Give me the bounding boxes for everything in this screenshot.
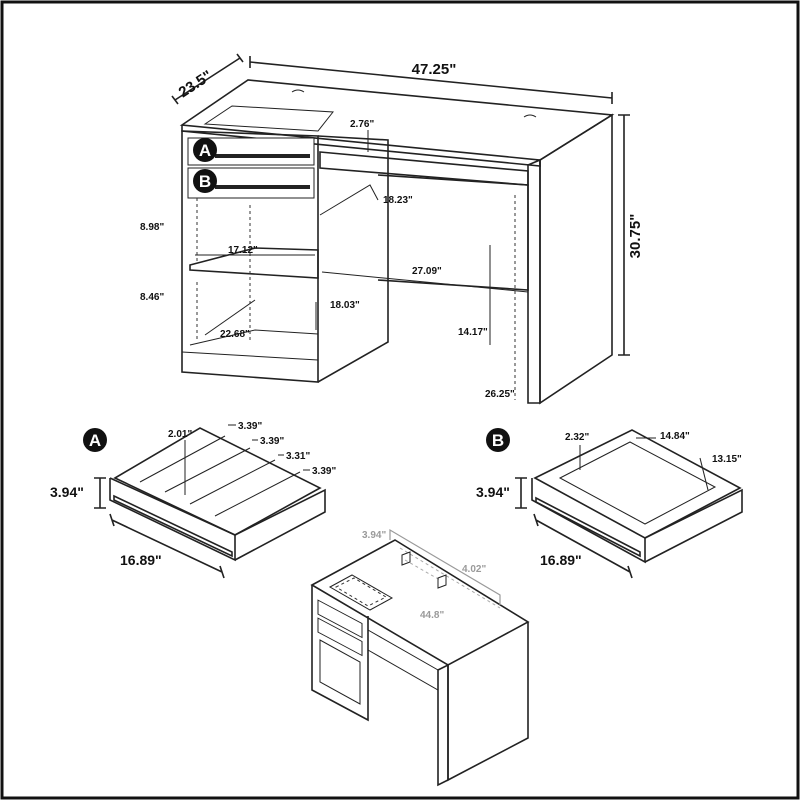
cabinet-side [317,135,389,383]
drawer-a-compartment-1-label: 3.39" [238,421,262,432]
drawer-b-inner-width-label: 14.84" [660,431,690,442]
panel-gap-label: 2.76" [350,119,374,130]
width-label: 47.25" [412,61,457,78]
drawer-b-inner-depth-dimline [699,457,709,491]
drawer-b-inner-depth-label: 13.15" [712,454,742,465]
persp-brackets [401,551,447,589]
knee-mid-label: 14.17" [458,327,488,338]
upper-shelf-label: 8.98" [140,222,164,233]
persp-drawer-a [317,599,363,639]
height-label: 30.75" [627,214,644,259]
knee-width-label: 27.09" [412,266,442,277]
drawer-a-dividers [139,435,301,517]
persp-hutch-depth-label: 4.02" [462,564,486,575]
right-leg-panel [539,113,613,405]
drawer-b-box-top [533,429,742,539]
knee-width-dimline [321,271,529,293]
persp-hutch-dims [399,547,501,609]
persp-hutch-height-label: 3.94" [362,530,386,541]
depth-dimline [171,53,244,105]
drawer-b-width-dimline [533,513,633,579]
drawer-b-height-dimline [515,477,527,509]
drawer-a-front-left [109,478,236,562]
drawer-depth-label: 18.23" [383,195,413,206]
cabinet-bottom [189,329,319,346]
drawer-b-width-label: 16.89" [540,552,582,568]
drawer-a-detail: A 2.01" 3.39" 3.39" 3.31" 3.39" 3.94" 16… [50,421,336,579]
lower-shelf-label: 8.46" [140,292,164,303]
grommet-right [523,114,537,118]
drawer-b-badge-label: B [492,431,504,450]
drawer-a-right-side [234,488,326,561]
persp-leg-edge [437,663,449,787]
persp-modesty-panel [367,629,439,691]
drawer-a-width-label: 16.89" [120,552,162,568]
drawer-b-height-label: 3.94" [476,484,510,500]
persp-tray [328,574,394,611]
drawer-a-divider-label: 2.01" [168,429,192,440]
drawer-a-badge-icon [83,428,107,452]
front-rail [319,151,529,186]
height-dimline [618,114,630,356]
drawer-a-compartment-dimlines [228,424,310,471]
cabinet-shelf [189,247,319,279]
drawer-b-box-inner [558,441,717,525]
persp-cabinet-door [319,639,361,705]
bottom-width-label: 22.68" [220,329,250,340]
drawer-b-badge-icon [486,428,510,452]
badge-a-label: A [199,141,211,160]
drawer-b-front-left [531,478,646,564]
persp-cabinet-front [311,585,369,722]
drawer-b-handle [535,496,641,558]
drawer-a-compartment-2-label: 3.39" [260,436,284,447]
drawer-a-handle [215,154,310,158]
drawer-a-height-label: 3.94" [50,484,84,500]
grommet-left [291,89,305,93]
drawer-a-front-top [109,477,236,536]
drawer-a-handle [113,494,233,558]
knee-height-label: 26.25" [485,389,515,400]
drawer-a-compartment-3-label: 3.31" [286,451,310,462]
badge-b-icon [193,169,217,193]
persp-drawer-b [317,617,363,657]
drawer-a-box-top [113,427,322,536]
drawer-depth-dimline [319,184,379,216]
drawer-a-width-dimline [109,513,225,579]
drawer-a-badge-label: A [89,431,101,450]
persp-tray-grid [334,577,388,607]
persp-hutch-panel [389,528,501,605]
drawer-b-right-side [644,488,743,563]
cabinet-depth-label: 18.03" [330,300,360,311]
width-dimline [249,56,613,104]
modesty-panel [377,174,529,291]
persp-right-leg [447,622,529,782]
depth-label: 23.5" [176,67,216,101]
drawer-b-inner-height-label: 2.32" [565,432,589,443]
badge-a-icon [193,138,217,162]
drawer-b-handle [215,185,310,189]
badge-b-label: B [199,172,211,191]
shelf-width-label: 17.12" [228,245,258,256]
bottom-width-dimline [204,299,256,336]
desk-main-view: A B 23.5" 47.25" 30.75" 2.76" 18.23" 8.9… [140,53,644,405]
drawer-a-compartment-4-label: 3.39" [312,466,336,477]
top-tray-recess [203,105,334,132]
drawer-a-height-dimline [94,477,106,509]
right-leg-front [527,158,541,404]
perspective-view: 3.94" 4.02" 44.8" [310,528,530,787]
drawer-b-detail: B 2.32" 14.84" 13.15" 3.94" 16.89" [476,428,743,579]
persp-hutch-width-label: 44.8" [420,610,444,621]
cabinet-base [181,351,319,361]
